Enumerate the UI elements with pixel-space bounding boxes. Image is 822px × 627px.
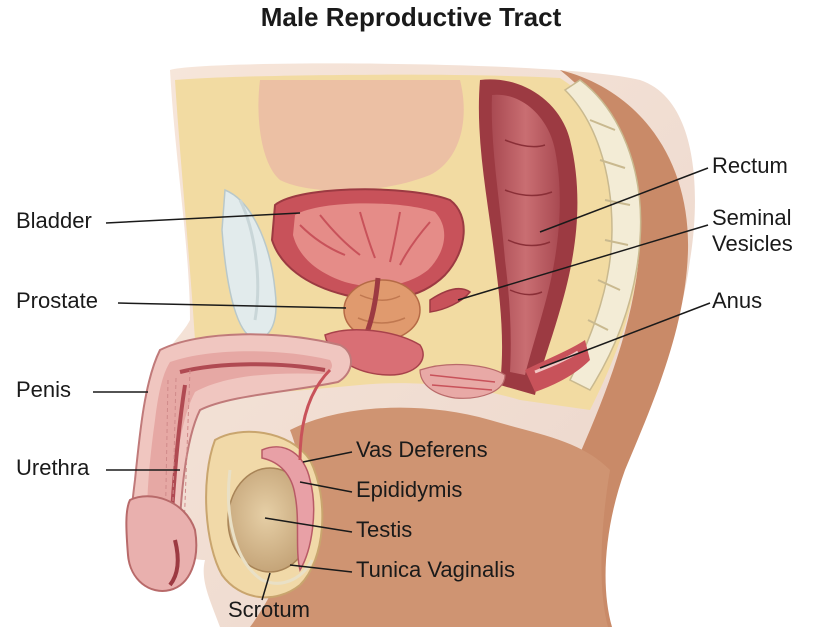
- label-testis: Testis: [356, 518, 412, 542]
- label-penis: Penis: [16, 378, 71, 402]
- label-urethra: Urethra: [16, 456, 89, 480]
- label-tunica-vaginalis: Tunica Vaginalis: [356, 558, 515, 582]
- label-prostate: Prostate: [16, 289, 98, 313]
- label-epididymis: Epididymis: [356, 478, 462, 502]
- label-rectum: Rectum: [712, 154, 788, 178]
- label-scrotum: Scrotum: [228, 598, 310, 622]
- scrotum-organ: [206, 432, 322, 598]
- label-vas-deferens: Vas Deferens: [356, 438, 488, 462]
- label-anus: Anus: [712, 289, 762, 313]
- label-seminal-vesicles-line2: Vesicles: [712, 232, 793, 256]
- label-seminal-vesicles-line1: Seminal: [712, 206, 791, 230]
- label-bladder: Bladder: [16, 209, 92, 233]
